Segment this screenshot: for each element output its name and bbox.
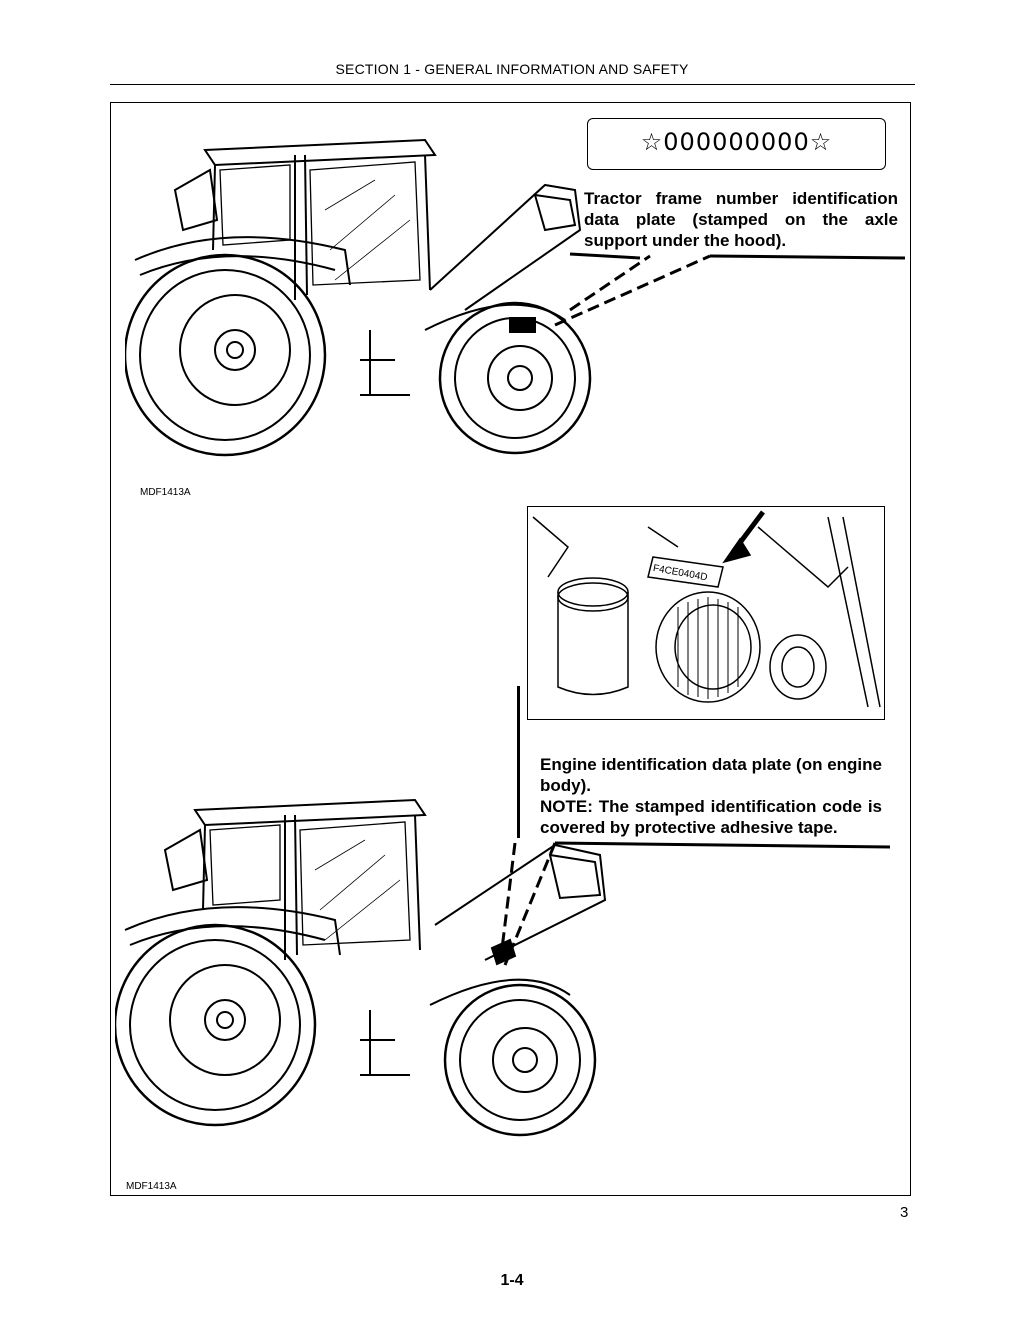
figure-frame xyxy=(110,102,911,1196)
frame-plate-leader xyxy=(554,252,906,327)
figure-number: 3 xyxy=(900,1204,909,1221)
figure-code-top: MDF1413A xyxy=(140,487,191,498)
engine-detail-drawing xyxy=(532,510,881,708)
tractor-illustration-top xyxy=(125,138,592,457)
engine-plate-caption: Engine identification data plate (on eng… xyxy=(540,754,882,838)
frame-number-text: ☆000000000☆ xyxy=(640,128,833,156)
frame-number-plate xyxy=(587,118,886,170)
frame-plate-caption: Tractor frame number identification data… xyxy=(584,189,898,250)
header-rule xyxy=(110,84,915,85)
page-number: 1-4 xyxy=(500,1272,524,1289)
engine-caption-line1: Engine identification data plate (on eng… xyxy=(540,755,882,795)
engine-caption-rule xyxy=(517,686,520,838)
engine-photo: F4CE0404D xyxy=(527,506,885,720)
engine-plate-leader xyxy=(498,841,891,966)
tractor-illustration-bottom xyxy=(115,798,607,1137)
figure-code-bottom: MDF1413A xyxy=(126,1181,177,1192)
section-title: SECTION 1 - GENERAL INFORMATION AND SAFE… xyxy=(335,61,689,77)
engine-caption-note: NOTE: The stamped identification code is… xyxy=(540,797,882,837)
